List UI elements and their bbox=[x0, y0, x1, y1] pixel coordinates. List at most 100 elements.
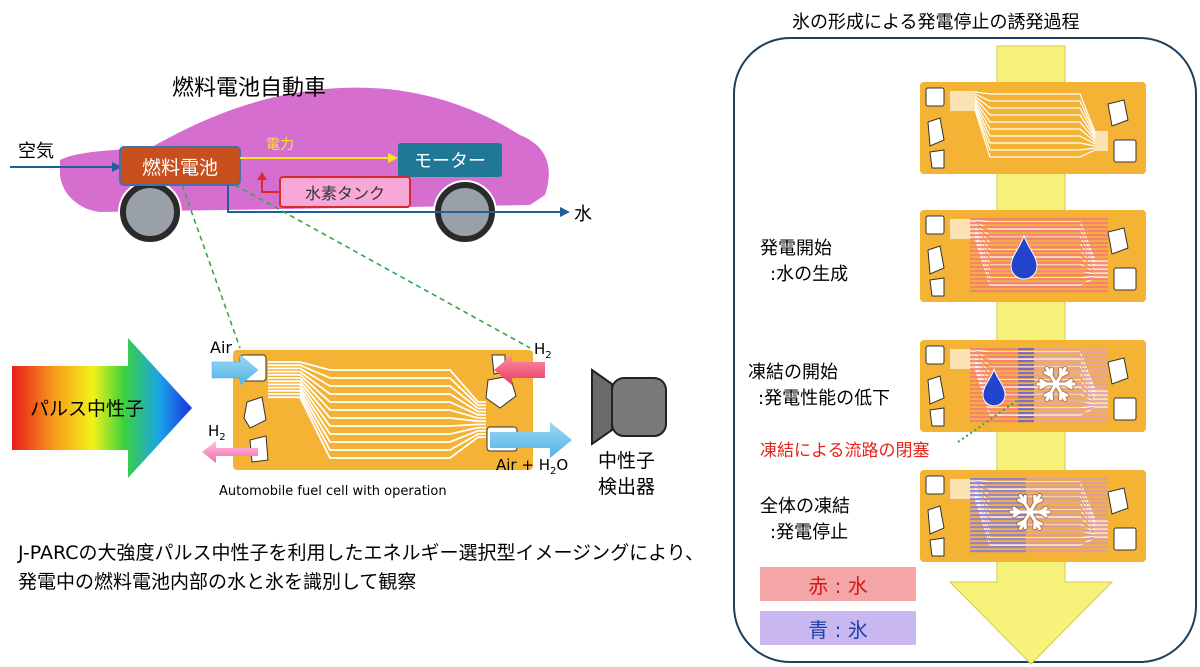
process-port bbox=[929, 149, 945, 169]
ice-water-stripe bbox=[1034, 404, 1108, 407]
snowflake-branch bbox=[1033, 498, 1043, 505]
process-port bbox=[929, 277, 945, 297]
process-cell-channel bbox=[950, 95, 1108, 137]
flow-channels bbox=[268, 361, 486, 459]
stage-3-line1: 全体の凍結 bbox=[760, 496, 850, 517]
detector-label: 中性子 検出器 bbox=[598, 448, 655, 500]
ice-stripe bbox=[1018, 408, 1034, 411]
ice-stripe bbox=[970, 490, 1026, 493]
ice-water-stripe bbox=[1034, 412, 1108, 415]
stage-2-overlay bbox=[970, 348, 1108, 423]
water-stripe bbox=[970, 364, 1018, 367]
water-stripe bbox=[970, 266, 1108, 269]
ice-stripe bbox=[970, 506, 1026, 509]
h2-outlet-arrow bbox=[202, 441, 258, 463]
blockage-pointer bbox=[957, 399, 1019, 443]
fuel-cell-box bbox=[119, 146, 241, 186]
hydrogen-arrow-head bbox=[257, 172, 267, 180]
stage-1-line1: 発電開始 bbox=[760, 238, 832, 259]
water-stripe bbox=[970, 416, 1018, 419]
flow-channel bbox=[268, 367, 486, 410]
flow-channel bbox=[268, 364, 486, 407]
power-label: 電力 bbox=[266, 137, 294, 153]
process-port bbox=[1113, 139, 1137, 163]
ice-stripe bbox=[1018, 388, 1034, 391]
process-port bbox=[1113, 397, 1137, 421]
water-stripe bbox=[970, 242, 1108, 245]
flow-channel bbox=[268, 393, 486, 451]
stage-1-line2: :水の生成 bbox=[770, 264, 849, 285]
process-port bbox=[925, 87, 945, 107]
ice-stripe-mix bbox=[1026, 538, 1108, 541]
exhaust-arrow bbox=[490, 422, 572, 458]
process-cell-channel bbox=[950, 101, 1108, 143]
snowflake-branch bbox=[1017, 519, 1027, 526]
process-cell-1 bbox=[920, 82, 1146, 174]
snowflake-branch bbox=[1038, 510, 1048, 518]
process-cell-channel bbox=[950, 103, 1108, 145]
ice-stripe bbox=[1018, 352, 1034, 355]
water-label: 水 bbox=[574, 204, 592, 225]
ice-stripe bbox=[970, 478, 1026, 481]
water-stripe bbox=[970, 254, 1108, 257]
stage-2-label: 凍結の開始 :発電性能の低下 bbox=[748, 360, 890, 412]
water-stripe bbox=[970, 356, 1018, 359]
air-inlet-arrow bbox=[211, 354, 259, 386]
ice-stripe bbox=[1018, 404, 1034, 407]
process-port bbox=[1107, 227, 1129, 255]
process-cell-channel bbox=[950, 107, 1108, 151]
water-stripe bbox=[970, 412, 1018, 415]
ice-stripe-mix bbox=[1026, 510, 1108, 513]
exhaust-label: Air + H2O bbox=[496, 456, 569, 477]
ice-stripe bbox=[970, 534, 1026, 537]
ice-stripe bbox=[1018, 392, 1034, 395]
ice-stripe bbox=[970, 530, 1026, 533]
ice-stripe-mix bbox=[1026, 526, 1108, 529]
detector-body bbox=[611, 377, 667, 437]
description-text: J-PARCの大強度パルス中性子を利用したエネルギー選択型イメージングにより、発… bbox=[18, 542, 705, 593]
water-stripe bbox=[970, 226, 1108, 229]
water-stripe bbox=[970, 270, 1108, 273]
water-stripe bbox=[970, 234, 1108, 237]
ice-stripe bbox=[970, 550, 1026, 553]
snowflake-branch bbox=[1012, 506, 1022, 514]
port-mid-left bbox=[243, 396, 267, 429]
process-cell-channel bbox=[950, 97, 1108, 139]
flow-channel bbox=[268, 389, 486, 443]
ice-stripe bbox=[1018, 376, 1034, 379]
water-stripe bbox=[970, 222, 1108, 225]
ice-stripe-mix bbox=[1026, 506, 1108, 509]
process-port bbox=[1107, 357, 1129, 385]
ice-water-stripe bbox=[1034, 372, 1108, 375]
flow-channel bbox=[268, 383, 486, 427]
legend-water: 赤 : 水 bbox=[760, 567, 916, 601]
process-port bbox=[1113, 267, 1137, 291]
ice-stripe bbox=[970, 482, 1026, 485]
blockage-label: 凍結による流路の閉塞 bbox=[760, 441, 930, 461]
ice-stripe-mix bbox=[1026, 486, 1108, 489]
water-stripe bbox=[970, 420, 1018, 423]
ice-stripe-mix bbox=[1026, 550, 1108, 553]
ice-stripe bbox=[970, 494, 1026, 497]
process-port bbox=[925, 215, 945, 235]
hydrogen-arrow bbox=[261, 180, 280, 193]
ice-stripe bbox=[1018, 412, 1034, 415]
stage-1-label: 発電開始 :水の生成 bbox=[760, 236, 848, 288]
water-stripe bbox=[970, 286, 1108, 289]
ice-stripe-mix bbox=[1026, 522, 1108, 525]
car-title: 燃料電池自動車 bbox=[172, 76, 327, 101]
process-port bbox=[927, 375, 945, 405]
water-drop-icon bbox=[982, 367, 1006, 407]
ice-stripe-mix bbox=[1026, 498, 1108, 501]
stage-3-line2: :発電停止 bbox=[770, 522, 849, 543]
process-port bbox=[929, 407, 945, 427]
h2-in-label: H2 bbox=[534, 340, 552, 361]
ice-water-stripe bbox=[1034, 376, 1108, 379]
ice-stripe bbox=[970, 498, 1026, 501]
stage-2-line1: 凍結の開始 bbox=[748, 362, 838, 383]
process-cell-channel bbox=[950, 91, 1108, 133]
flow-channel bbox=[268, 396, 486, 459]
fuel-cell-detail bbox=[233, 350, 533, 470]
pulse-neutron-arrow bbox=[12, 338, 192, 478]
